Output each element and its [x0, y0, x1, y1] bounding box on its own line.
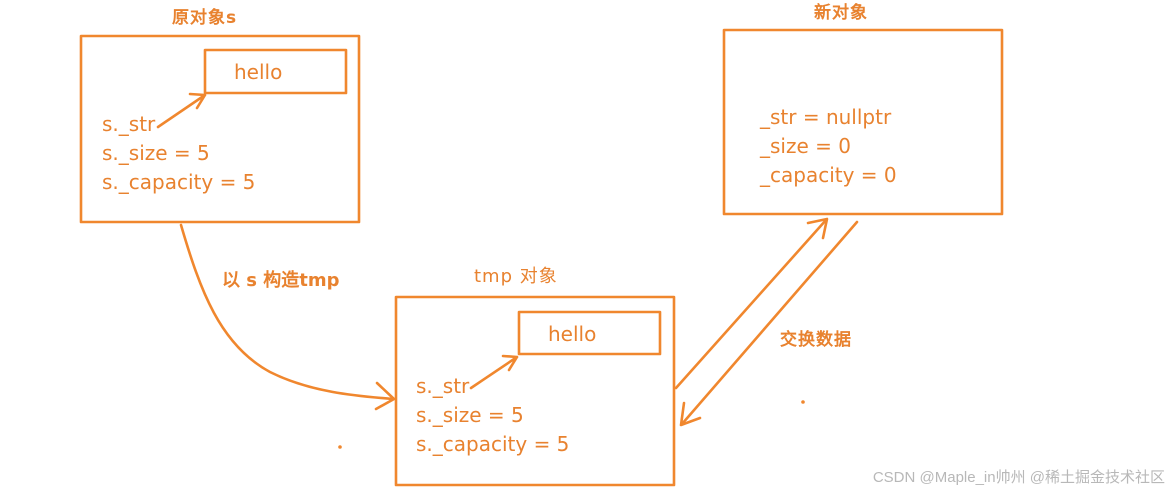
- tmp-hello-text: hello: [548, 322, 597, 346]
- swap-arrow-down-head: [679, 401, 702, 427]
- tmp-object-box: [394, 295, 676, 487]
- tmp-field-size: s._size = 5: [416, 403, 524, 427]
- original-object-title: 原对象s: [172, 8, 238, 28]
- tmp-pointer-arrow: [469, 354, 519, 390]
- original-hello-box: [203, 48, 348, 95]
- swap-arrow-up: [674, 218, 828, 390]
- construct-arrow-label: 以 s 构造tmp: [222, 270, 340, 291]
- new-field-capacity: _capacity = 0: [760, 163, 897, 187]
- tmp-field-str: s._str: [416, 374, 470, 398]
- original-hello-text: hello: [234, 60, 283, 84]
- original-object-box: [79, 34, 361, 224]
- original-pointer-arrow: [156, 92, 207, 129]
- swap-arrow-up-head: [806, 217, 829, 240]
- new-field-size: _size = 0: [760, 134, 851, 158]
- original-field-str: s._str: [102, 112, 156, 136]
- construct-arrow: [179, 223, 395, 401]
- new-field-str: _str = nullptr: [760, 105, 892, 129]
- swap-arrow-down: [680, 220, 859, 426]
- tmp-object-title: tmp 对象: [474, 266, 558, 287]
- new-object-title: 新对象: [814, 3, 868, 23]
- new-object-box: [722, 28, 1004, 216]
- watermark: CSDN @Maple_in帅州 @稀土掘金技术社区: [872, 469, 1165, 486]
- original-field-size: s._size = 5: [102, 141, 210, 165]
- tmp-field-capacity: s._capacity = 5: [416, 432, 570, 456]
- original-field-capacity: s._capacity = 5: [102, 170, 256, 194]
- tmp-hello-box: [517, 310, 662, 356]
- stray-dot: [801, 400, 805, 404]
- stray-dot: [338, 445, 342, 449]
- construct-arrowhead: [374, 381, 396, 411]
- swap-arrow-label: 交换数据: [780, 330, 852, 350]
